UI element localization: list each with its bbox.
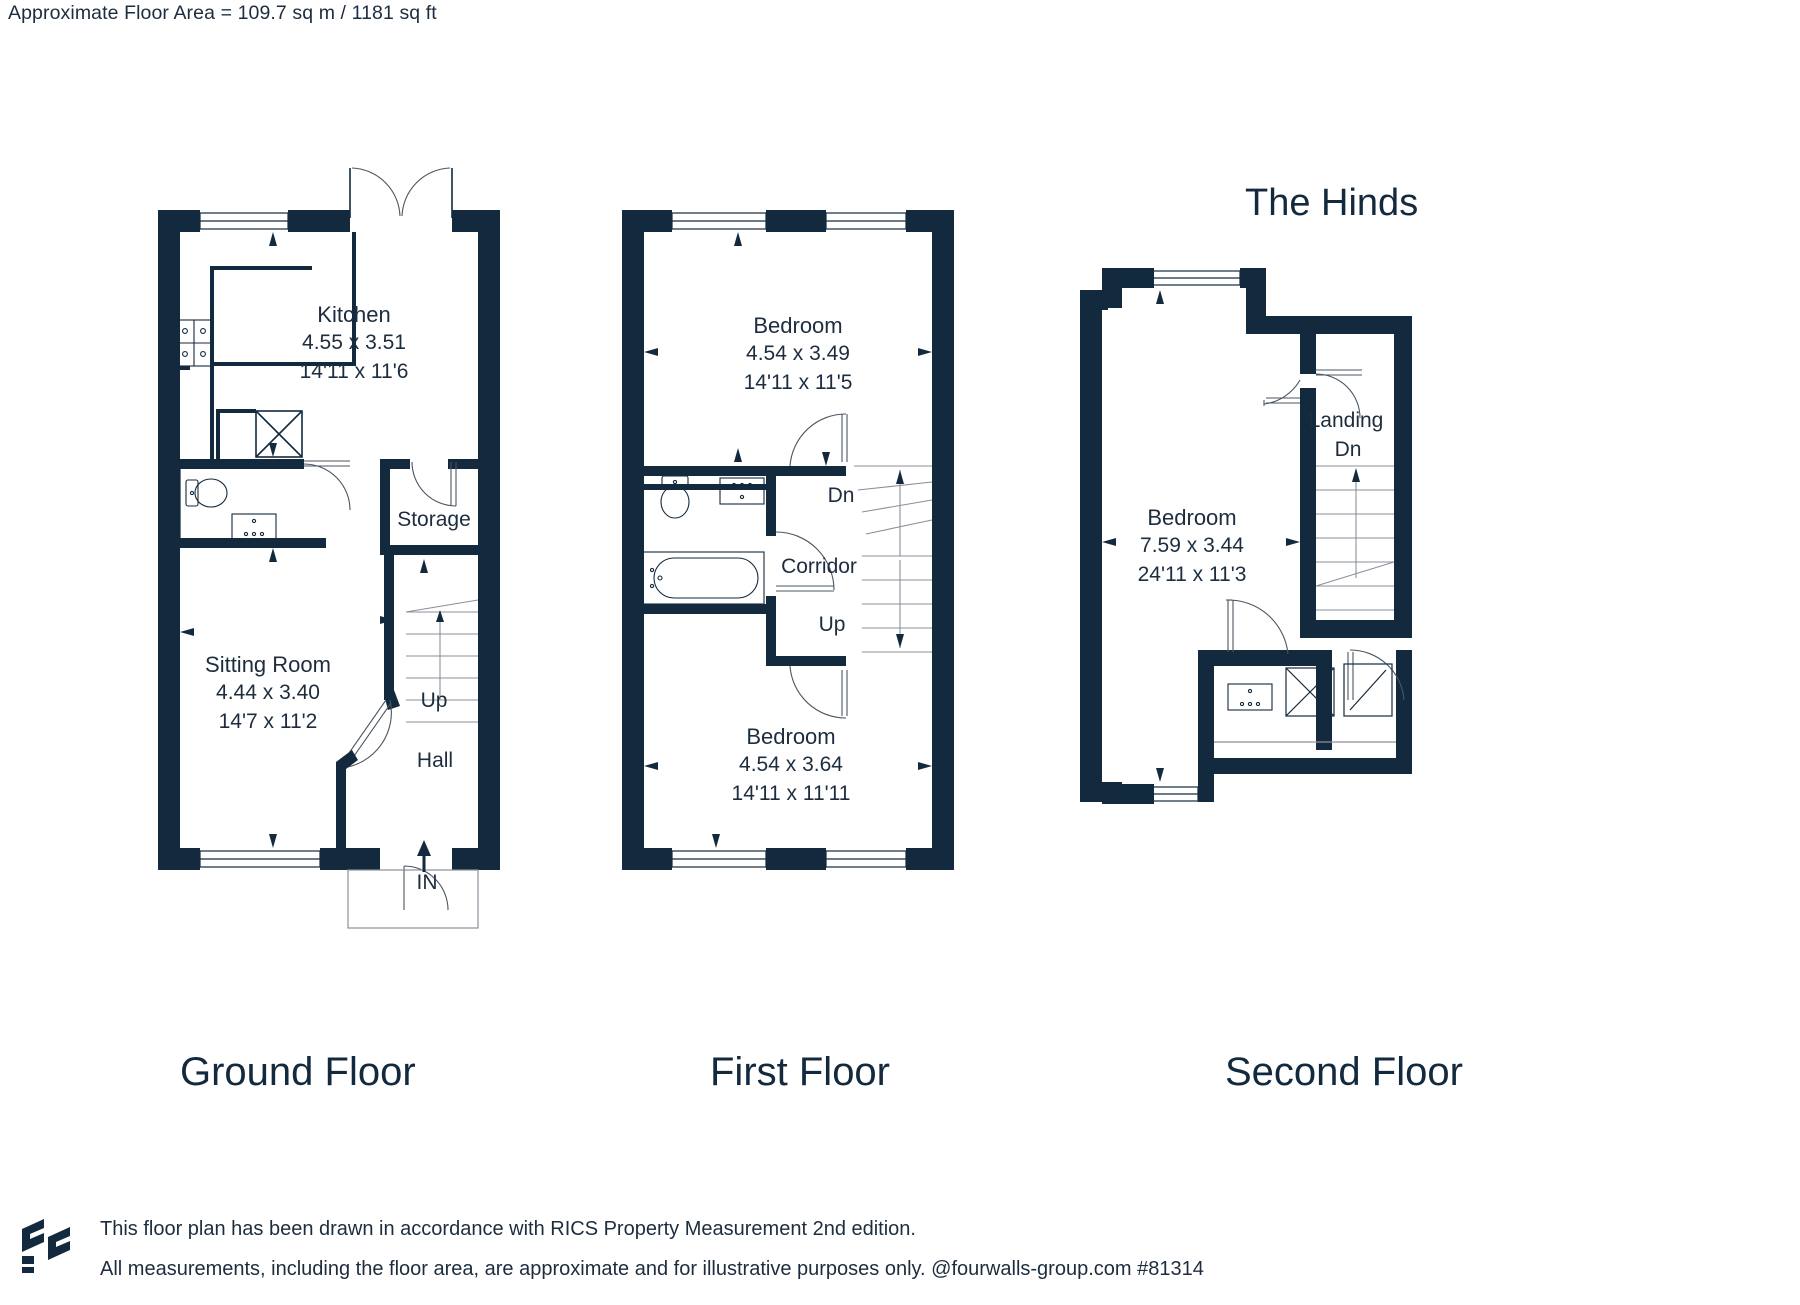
window-bedroom-bottom bbox=[671, 850, 907, 868]
room-imperial: 14'11 x 11'6 bbox=[299, 359, 409, 383]
label-corridor: Corridor bbox=[781, 555, 857, 578]
room-metric: 7.59 x 3.44 bbox=[1140, 534, 1244, 558]
label-dn-first: Dn bbox=[827, 484, 855, 507]
bathroom-door-swing bbox=[775, 531, 835, 592]
stairs-first-winder bbox=[854, 465, 933, 653]
stair-arrow-dn-first bbox=[896, 470, 904, 484]
room-label-sitting-room: Sitting Room 4.44 x 3.40 14'7 x 11'2 bbox=[205, 650, 331, 736]
room-imperial: 24'11 x 11'3 bbox=[1137, 562, 1247, 586]
stairs-second bbox=[1315, 465, 1395, 611]
hob-lead bbox=[176, 366, 190, 370]
entry-arrow bbox=[417, 840, 431, 872]
caption-second-floor: Second Floor bbox=[1225, 1050, 1463, 1094]
room-name: Sitting Room bbox=[205, 652, 331, 677]
shower-door-swing bbox=[1347, 649, 1405, 701]
window-bedroom-top bbox=[671, 212, 907, 230]
floor-area-note: Approximate Floor Area = 109.7 sq m / 11… bbox=[8, 2, 437, 24]
label-up-ground: Up bbox=[420, 689, 448, 712]
basin-icon-first bbox=[719, 477, 765, 505]
bathroom-walls bbox=[636, 466, 846, 666]
bath-icon bbox=[639, 551, 765, 605]
wc-door-swing bbox=[303, 460, 351, 511]
storage-walls bbox=[380, 459, 478, 555]
house-title: The Hinds bbox=[1245, 182, 1419, 224]
room-metric: 4.54 x 3.64 bbox=[739, 753, 843, 777]
rear-double-door bbox=[349, 167, 453, 218]
room-imperial: 14'11 x 11'11 bbox=[731, 781, 851, 805]
bedroom-door-swing-bottom bbox=[789, 665, 848, 719]
front-door-swing bbox=[403, 865, 449, 911]
corridor-walls bbox=[776, 656, 786, 666]
room-name: Bedroom bbox=[753, 313, 843, 338]
bath-panel-second bbox=[1343, 663, 1393, 717]
dimension-ticks-ground bbox=[180, 232, 428, 848]
hall-partition bbox=[384, 555, 400, 710]
basin-icon-second bbox=[1227, 683, 1273, 711]
window-second-top bbox=[1121, 270, 1241, 286]
footer-line-1: This floor plan has been drawn in accord… bbox=[100, 1218, 916, 1240]
caption-first-floor: First Floor bbox=[710, 1050, 890, 1094]
caption-ground-floor: Ground Floor bbox=[180, 1050, 416, 1094]
room-imperial: 14'11 x 11'5 bbox=[743, 370, 853, 394]
room-imperial: 14'7 x 11'2 bbox=[218, 709, 318, 733]
stair-arrow-up-first bbox=[896, 634, 904, 648]
label-up-first: Up bbox=[818, 613, 846, 636]
bedroom-door-swing-top bbox=[789, 413, 848, 467]
shower-icon bbox=[1285, 667, 1335, 717]
room-metric: 4.54 x 3.49 bbox=[746, 342, 850, 366]
label-hall: Hall bbox=[416, 749, 454, 772]
room-label-kitchen: Kitchen 4.55 x 3.51 14'11 x 11'6 bbox=[300, 300, 409, 386]
window-sitting-bottom bbox=[199, 850, 321, 868]
bedroom-door-swing-second bbox=[1263, 379, 1301, 406]
dimension-ticks-second bbox=[1102, 290, 1300, 782]
fourwalls-logo-icon bbox=[22, 1219, 70, 1273]
room-metric: 4.55 x 3.51 bbox=[302, 331, 406, 355]
stair-arrow-ground bbox=[436, 610, 444, 622]
room-label-bedroom-first-top: Bedroom 4.54 x 3.49 14'11 x 11'5 bbox=[744, 311, 853, 397]
toilet-icon-first bbox=[660, 475, 690, 519]
storage-door-swing bbox=[411, 461, 457, 507]
window-kitchen-top bbox=[199, 212, 289, 230]
label-dn-second: Dn bbox=[1334, 438, 1362, 461]
cupboard-x-ground bbox=[255, 410, 303, 458]
room-name: Kitchen bbox=[317, 302, 391, 327]
room-label-bedroom-first-bottom: Bedroom 4.54 x 3.64 14'11 x 11'11 bbox=[732, 722, 851, 808]
stair-arrow-second bbox=[1352, 468, 1360, 482]
window-second-bottom bbox=[1121, 786, 1199, 802]
room-metric: 4.44 x 3.40 bbox=[216, 681, 320, 705]
label-storage: Storage bbox=[397, 508, 471, 531]
toilet-icon-ground bbox=[185, 478, 228, 508]
room-name: Bedroom bbox=[746, 724, 836, 749]
stairs-ground bbox=[405, 599, 479, 723]
label-in: IN bbox=[416, 871, 438, 894]
porch-outline bbox=[347, 869, 479, 929]
dimension-ticks-first bbox=[644, 232, 932, 848]
label-landing: Landing bbox=[1308, 409, 1384, 432]
basin-icon-ground bbox=[231, 513, 277, 541]
landing-door-swing-top bbox=[1315, 369, 1362, 419]
room-label-bedroom-second: Bedroom 7.59 x 3.44 24'11 x 11'3 bbox=[1138, 503, 1247, 589]
ensuite-door-swing bbox=[1226, 599, 1289, 655]
wc-walls bbox=[174, 459, 326, 548]
hob-icon bbox=[175, 319, 213, 367]
footer-line-2: All measurements, including the floor ar… bbox=[100, 1258, 1204, 1280]
room-name: Bedroom bbox=[1147, 505, 1237, 530]
